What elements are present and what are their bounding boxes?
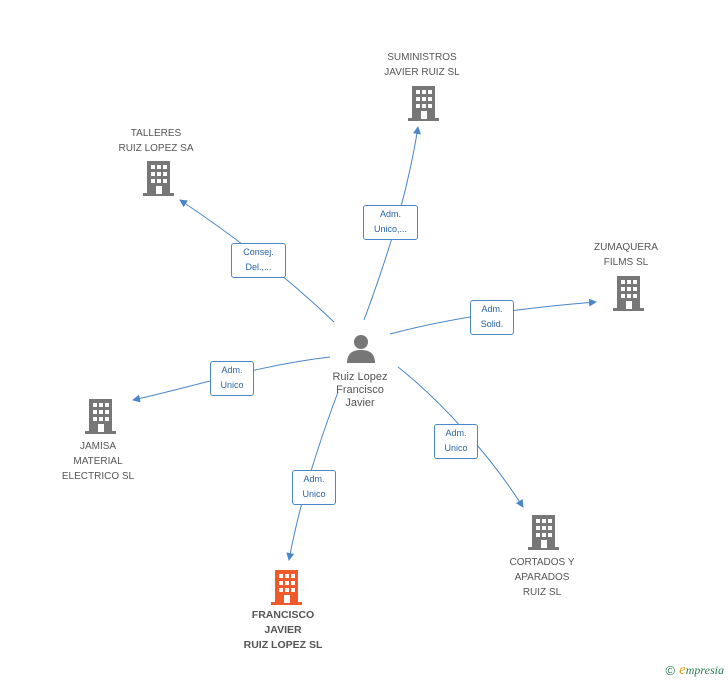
- brand-initial: e: [679, 662, 686, 678]
- company-label-talleres: TALLERES RUIZ LOPEZ SA: [118, 128, 194, 154]
- building-icon: [528, 515, 559, 550]
- relation-label-talleres[interactable]: Consej. Del.,...: [231, 243, 286, 278]
- building-icon: [408, 86, 439, 121]
- center-person-label: Ruiz Lopez Francisco Javier: [332, 371, 388, 409]
- relation-label-cortados[interactable]: Adm. Unico: [434, 424, 478, 459]
- person-icon: [347, 335, 375, 363]
- footer-brand: © empresia: [666, 662, 725, 679]
- building-icon: [85, 399, 116, 434]
- building-icon: [613, 276, 644, 311]
- brand-name: mpresia: [685, 663, 724, 677]
- relation-label-francisco[interactable]: Adm. Unico: [292, 470, 336, 505]
- company-label-jamisa: JAMISA MATERIAL ELECTRICO SL: [61, 441, 135, 482]
- company-label-cortados: CORTADOS Y APARADOS RUIZ SL: [509, 557, 575, 598]
- relation-label-suministros[interactable]: Adm. Unico,...: [363, 205, 418, 240]
- building-icon: [271, 570, 302, 605]
- copyright-symbol: ©: [665, 663, 676, 678]
- relation-label-jamisa[interactable]: Adm. Unico: [210, 361, 254, 396]
- company-label-suministros: SUMINISTROS JAVIER RUIZ SL: [384, 52, 460, 78]
- company-label-zumaquera: ZUMAQUERA FILMS SL: [594, 242, 658, 268]
- relation-label-zumaquera[interactable]: Adm. Solid.: [470, 300, 514, 335]
- company-label-francisco: FRANCISCO JAVIER RUIZ LOPEZ SL: [243, 609, 323, 651]
- building-icon: [143, 161, 174, 196]
